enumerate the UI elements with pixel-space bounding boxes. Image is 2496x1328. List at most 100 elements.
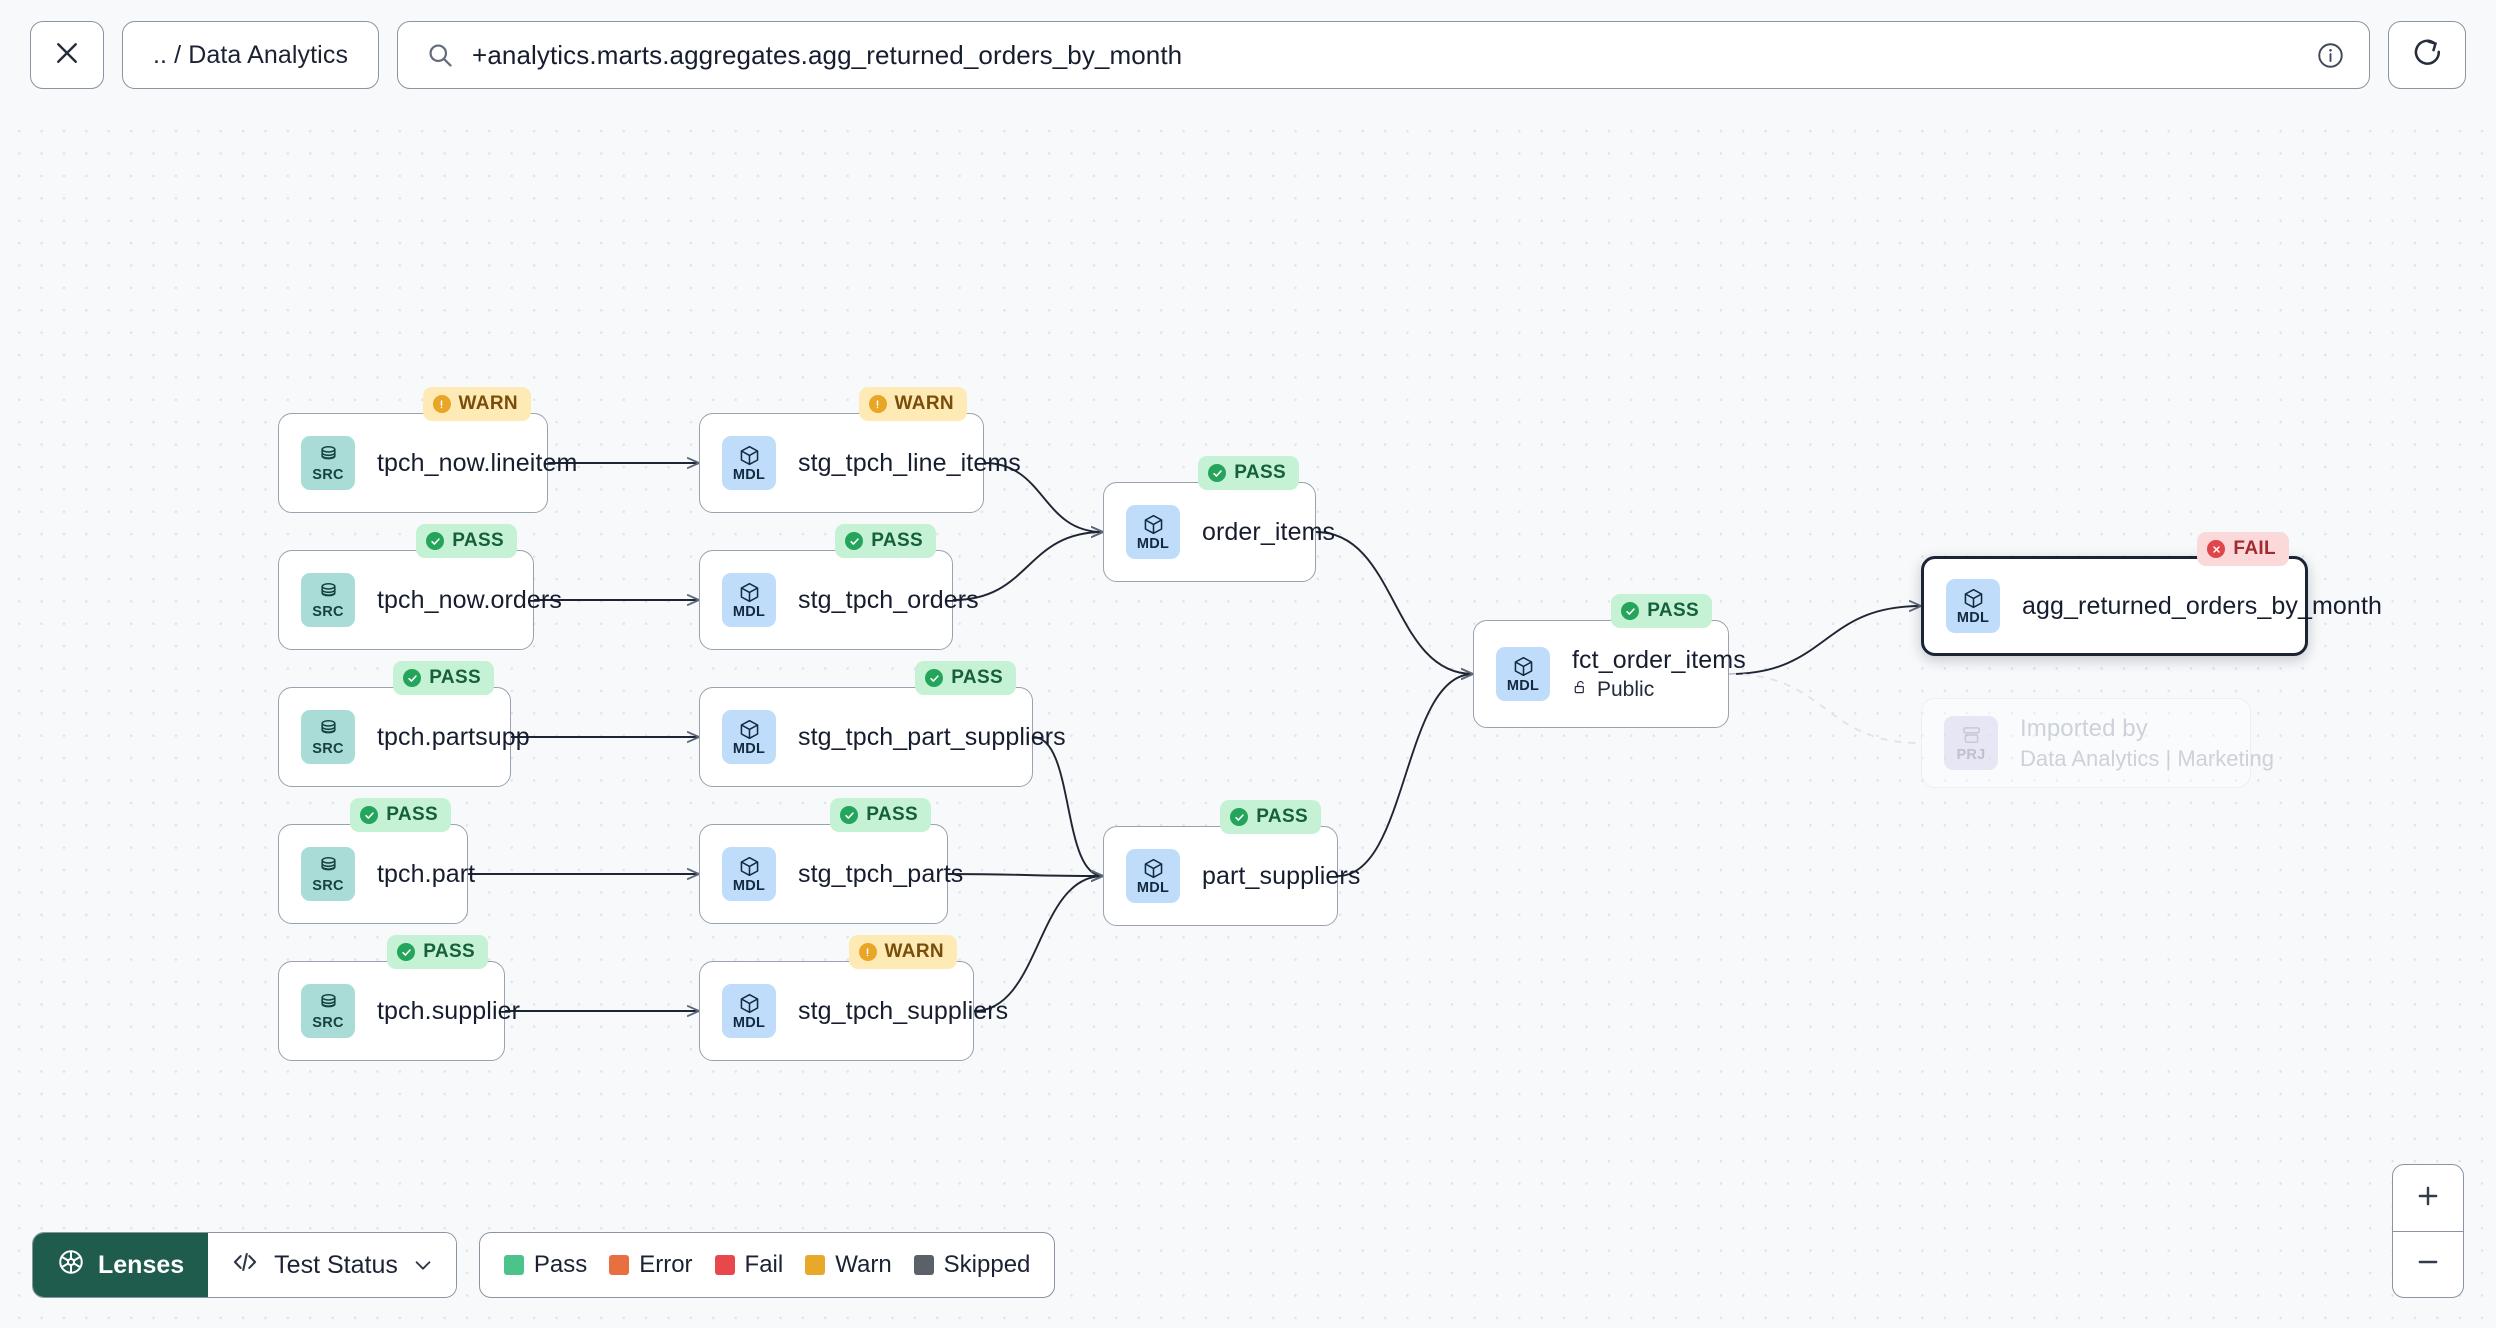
status-badge-warn[interactable]: WARN: [848, 935, 957, 969]
node-subtitle: Public: [1572, 678, 1728, 702]
legend-item-fail[interactable]: Fail: [714, 1251, 783, 1279]
legend-swatch-skipped: [913, 1255, 934, 1275]
src-type-icon: SRC: [301, 984, 355, 1038]
status-badge-pass[interactable]: PASS: [350, 798, 451, 832]
breadcrumb[interactable]: .. / Data Analytics: [122, 21, 380, 89]
edge-fct_order_items-to-imported_by_prj: [1728, 673, 1922, 744]
legend-label: Error: [639, 1251, 693, 1278]
node-text: tpch.supplier: [377, 997, 520, 1026]
close-icon: [52, 38, 82, 73]
status-badge-pass[interactable]: PASS: [1220, 800, 1321, 834]
status-badge-pass[interactable]: PASS: [835, 524, 936, 558]
status-badge-warn[interactable]: WARN: [422, 387, 531, 421]
legend-item-skipped[interactable]: Skipped: [913, 1251, 1030, 1279]
edge-stg_tpch_orders-to-order_items: [952, 532, 1103, 601]
edge-stg_tpch_part_suppliers-to-part_suppliers: [1032, 736, 1103, 876]
status-warn-icon: [432, 395, 451, 413]
status-badge-warn[interactable]: WARN: [858, 387, 967, 421]
graph-node-stg_tpch_parts[interactable]: MDL stg_tpch_parts PASS: [699, 798, 964, 924]
node-title: fct_order_items: [1572, 646, 1746, 674]
status-badge-fail[interactable]: FAIL: [2197, 532, 2289, 566]
node-title: stg_tpch_parts: [798, 859, 964, 888]
plus-icon: [2414, 1182, 2442, 1215]
node-title: stg_tpch_part_suppliers: [798, 722, 1066, 751]
node-title: tpch_now.lineitem: [377, 448, 578, 477]
status-legend: Pass Error Fail Warn Skipped: [478, 1232, 1056, 1298]
search-input[interactable]: +analytics.marts.aggregates.agg_returned…: [472, 39, 1183, 70]
lenses-label: Lenses: [98, 1250, 185, 1279]
node-title: tpch.part: [377, 859, 476, 888]
mdl-type-icon: MDL: [1946, 579, 2000, 633]
bottom-toolbar: Lenses Test Status Pass Error Fail Warn Skip…: [32, 1232, 1056, 1298]
breadcrumb-label: .. / Data Analytics: [153, 40, 349, 69]
src-type-icon: SRC: [301, 710, 355, 764]
graph-node-order_items[interactable]: MDL order_items PASS: [1103, 456, 1336, 582]
test-status-dropdown[interactable]: Test Status: [208, 1233, 456, 1297]
close-button[interactable]: [30, 21, 104, 89]
edge-stg_tpch_line_items-to-order_items: [983, 462, 1103, 532]
chevron-down-icon: [412, 1254, 434, 1276]
status-badge-label: PASS: [1234, 462, 1286, 483]
status-badge-label: PASS: [423, 941, 475, 962]
node-text: stg_tpch_parts: [798, 859, 964, 889]
status-badge-pass[interactable]: PASS: [387, 935, 488, 969]
status-badge-pass[interactable]: PASS: [830, 798, 931, 832]
status-badge-pass[interactable]: PASS: [393, 661, 494, 695]
status-fail-icon: [2207, 540, 2226, 558]
node-title: Imported by: [2020, 714, 2148, 742]
status-warn-icon: [858, 943, 877, 961]
legend-swatch-pass: [503, 1255, 524, 1275]
legend-item-warn[interactable]: Warn: [805, 1251, 892, 1279]
mdl-type-icon: MDL: [1126, 505, 1180, 559]
status-pass-icon: [840, 806, 859, 824]
edge-stg_tpch_parts-to-part_suppliers: [947, 874, 1103, 876]
lenses-button[interactable]: Lenses: [33, 1233, 209, 1297]
aperture-icon: [57, 1248, 85, 1283]
node-text: tpch.part: [377, 859, 476, 889]
graph-node-stg_tpch_part_suppliers[interactable]: MDL stg_tpch_part_suppliers PASS: [699, 661, 1066, 787]
src-type-icon: SRC: [301, 573, 355, 627]
status-badge-pass[interactable]: PASS: [416, 524, 517, 558]
status-badge-label: PASS: [871, 530, 923, 551]
info-icon[interactable]: [2316, 41, 2345, 70]
legend-item-pass[interactable]: Pass: [503, 1251, 587, 1279]
legend-item-error[interactable]: Error: [609, 1251, 693, 1279]
status-badge-pass[interactable]: PASS: [915, 661, 1016, 695]
graph-node-tpch_supplier[interactable]: SRC tpch.supplier PASS: [278, 935, 520, 1061]
zoom-in-button[interactable]: [2393, 1165, 2463, 1231]
search-bar[interactable]: +analytics.marts.aggregates.agg_returned…: [397, 21, 2370, 89]
node-text: stg_tpch_suppliers: [798, 997, 1008, 1026]
node-title: order_items: [1202, 517, 1336, 546]
mdl-type-icon: MDL: [1126, 849, 1180, 903]
status-badge-pass[interactable]: PASS: [1198, 456, 1299, 490]
status-warn-icon: [868, 395, 887, 413]
status-pass-icon: [1230, 808, 1249, 826]
legend-swatch-fail: [714, 1255, 735, 1275]
status-badge-label: WARN: [884, 941, 944, 962]
refresh-button[interactable]: [2388, 21, 2466, 89]
node-text: stg_tpch_part_suppliers: [798, 722, 1066, 752]
node-title: stg_tpch_orders: [798, 585, 979, 614]
node-subtitle-label: Public: [1597, 678, 1655, 701]
status-pass-icon: [845, 532, 864, 550]
zoom-out-button[interactable]: [2393, 1231, 2463, 1297]
mdl-type-icon: MDL: [722, 710, 776, 764]
node-text: stg_tpch_orders: [798, 585, 979, 615]
status-badge-pass[interactable]: PASS: [1611, 594, 1712, 628]
refresh-icon: [2411, 36, 2444, 74]
mdl-type-icon: MDL: [722, 847, 776, 901]
